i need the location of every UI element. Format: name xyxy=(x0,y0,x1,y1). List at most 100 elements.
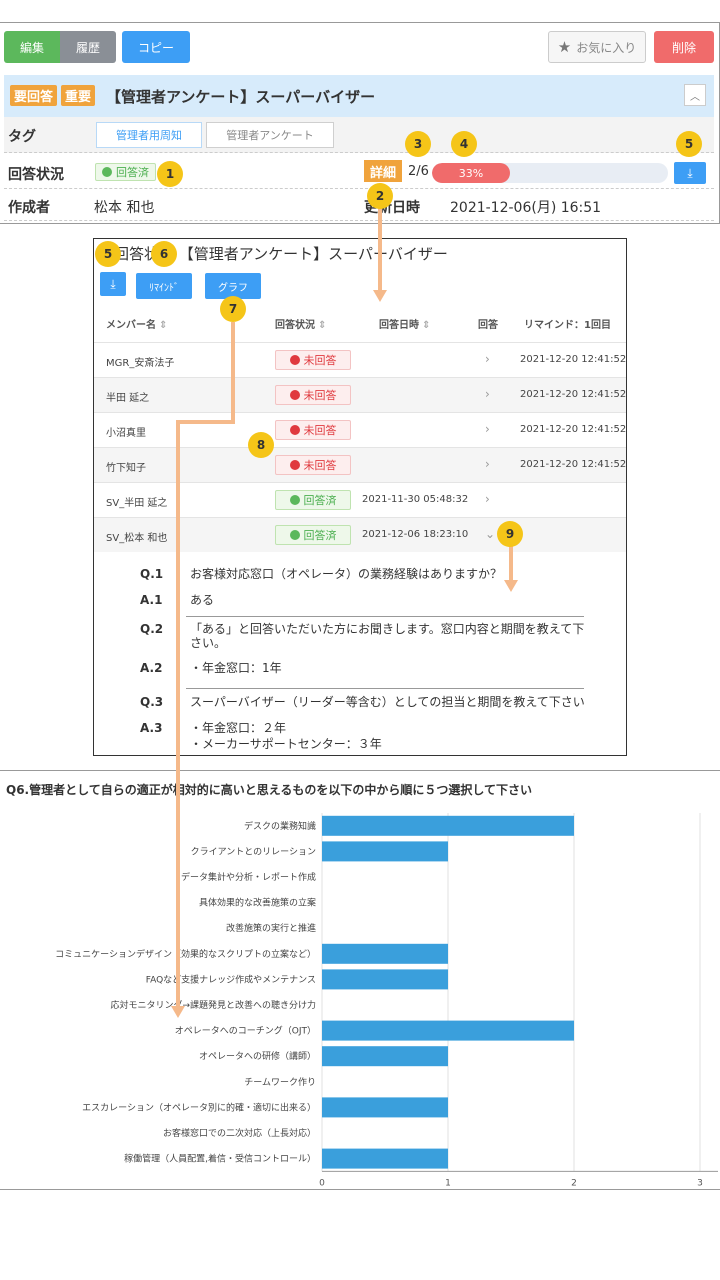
tag-admin-notice[interactable]: 管理者用周知 xyxy=(96,122,202,148)
bar xyxy=(322,1020,574,1041)
download-button[interactable]: ⤓ xyxy=(674,162,706,184)
status-badge-text: 回答済 xyxy=(116,166,149,179)
annotation-marker-7: 7 xyxy=(220,296,246,322)
annotation-marker-3: 3 xyxy=(405,131,431,157)
chevron-right-icon[interactable]: › xyxy=(485,352,490,366)
bar xyxy=(322,1046,448,1067)
question-text: スーパーバイザー（リーダー等含む）としての担当と期間を教えて下さい xyxy=(190,695,585,709)
x-circle-icon xyxy=(289,460,300,470)
chart-title: Q6.管理者として自らの適正が相対的に高いと思えるものを以下の中から順に５つ選択… xyxy=(6,783,533,797)
remind-at: 2021-12-20 12:41:52 xyxy=(520,459,627,470)
member-name: SV_半田 延之 xyxy=(106,498,168,509)
graph-button[interactable]: グラフ xyxy=(205,273,261,299)
notice-detail-panel: 編集 履歴 コピー ★ お気に入り 削除 要回答 重要 【管理者アンケート】スー… xyxy=(0,22,720,224)
answer-text: ・年金窓口：２年 xyxy=(190,721,287,735)
question-label: Q.3 xyxy=(140,695,164,709)
x-circle-icon xyxy=(289,425,300,435)
annotation-marker-2: 2 xyxy=(367,183,393,209)
delete-button[interactable]: 削除 xyxy=(654,31,714,63)
member-name: 小沼真里 xyxy=(106,428,146,439)
member-name: MGR_安斎法子 xyxy=(106,358,175,369)
bar xyxy=(322,815,574,836)
answer-panel-title: 回答状況 【管理者アンケート】スーパーバイザー xyxy=(114,245,448,263)
question-text: お客様対応窓口（オペレータ）の業務経験はありますか？ xyxy=(190,567,503,581)
y-category-label: エスカレーション（オペレータ別に的確・適切に出来る） xyxy=(82,1101,316,1113)
y-category-label: クライアントとのリレーション xyxy=(191,846,316,857)
column-header-member[interactable]: メンバー名⇕ xyxy=(106,320,168,331)
y-category-label: お客様窓口での二次対応（上長対応） xyxy=(163,1127,316,1139)
remind-at: 2021-12-20 12:41:52 xyxy=(520,389,627,400)
chevron-down-icon[interactable]: ⌄ xyxy=(485,527,496,541)
x-tick-label: 3 xyxy=(697,1178,703,1188)
progress-fill: 33% xyxy=(432,163,510,183)
copy-button[interactable]: コピー xyxy=(122,31,190,63)
table-row[interactable]: MGR_安斎法子 未回答 › 2021-12-20 12:41:52 xyxy=(94,342,626,377)
author-row: 作成者 松本 和也 更新日時 2021-12-06(月) 16:51 xyxy=(4,189,714,221)
bar xyxy=(322,1097,448,1118)
bar xyxy=(322,969,448,990)
annotation-marker-5b: 5 xyxy=(95,241,121,267)
answer-status-text: 未回答 xyxy=(303,424,337,437)
table-row[interactable]: 半田 延之 未回答 › 2021-12-20 12:41:52 xyxy=(94,377,626,412)
y-category-label: 応対モニタリング→課題発見と改善への聴き分け力 xyxy=(110,999,316,1011)
sort-icon: ⇕ xyxy=(318,320,327,331)
column-header-remind: リマインド：1回目 xyxy=(524,320,611,331)
favorite-button[interactable]: ★ お気に入り xyxy=(548,31,646,63)
download-icon[interactable]: ⤓ xyxy=(100,272,126,296)
progress-bar: 33% xyxy=(432,163,668,183)
bar xyxy=(322,841,448,862)
notice-title-bar: 要回答 重要 【管理者アンケート】スーパーバイザー ︿ xyxy=(4,75,714,117)
y-category-label: 改善施策の実行と推進 xyxy=(226,922,316,934)
question-label: Q.1 xyxy=(140,567,164,581)
table-row[interactable]: 小沼真里 未回答 › 2021-12-20 12:41:52 xyxy=(94,412,626,447)
chevron-right-icon[interactable]: › xyxy=(485,387,490,401)
sort-icon: ⇕ xyxy=(422,320,431,331)
y-category-label: チームワーク作り xyxy=(244,1076,316,1088)
author-name: 松本 和也 xyxy=(94,200,155,216)
y-category-label: デスクの業務知識 xyxy=(244,820,316,832)
remind-at: 2021-12-20 12:41:52 xyxy=(520,424,627,435)
chevron-up-icon[interactable]: ︿ xyxy=(684,84,706,106)
chevron-right-icon[interactable]: › xyxy=(485,492,490,506)
remind-button[interactable]: ﾘﾏｲﾝﾄﾞ xyxy=(136,273,192,299)
table-row[interactable]: 竹下知子 未回答 › 2021-12-20 12:41:52 xyxy=(94,447,626,482)
answer-status-text: 未回答 xyxy=(303,389,337,402)
annotation-marker-6: 6 xyxy=(151,241,177,267)
x-tick-label: 1 xyxy=(445,1178,451,1188)
tag-admin-survey[interactable]: 管理者アンケート xyxy=(206,122,334,148)
x-tick-label: 2 xyxy=(571,1178,577,1188)
y-category-label: 稼働管理（人員配置,着信・受信コントロール） xyxy=(124,1153,316,1165)
column-header-answered-at[interactable]: 回答日時⇕ xyxy=(379,320,431,331)
member-name: 竹下知子 xyxy=(106,463,146,474)
detail-button[interactable]: 詳細 xyxy=(364,160,402,182)
answer-label: A.3 xyxy=(140,721,163,735)
answer-status-badge: 未回答 xyxy=(275,455,351,475)
question-label: Q.2 xyxy=(140,622,164,636)
remind-at: 2021-12-20 12:41:52 xyxy=(520,354,627,365)
annotation-marker-5: 5 xyxy=(676,131,702,157)
qa-divider xyxy=(186,616,584,617)
y-category-label: データ集計や分析・レポート作成 xyxy=(181,871,316,883)
tag-label: タグ xyxy=(8,129,36,145)
bar xyxy=(322,1148,448,1169)
check-circle-icon xyxy=(102,167,112,177)
status-label: 回答状況 xyxy=(8,167,64,183)
column-header-status[interactable]: 回答状況⇕ xyxy=(275,320,327,331)
reply-required-badge: 要回答 xyxy=(10,85,58,106)
member-name: 半田 延之 xyxy=(106,393,150,404)
answered-at: 2021-12-06 18:23:10 xyxy=(362,529,469,540)
y-category-label: FAQなど支援ナレッジ作成やメンテナンス xyxy=(146,973,316,985)
answer-status-badge: 未回答 xyxy=(275,350,351,370)
sort-icon: ⇕ xyxy=(159,320,168,331)
chevron-right-icon[interactable]: › xyxy=(485,457,490,471)
answer-text: ある xyxy=(190,593,215,607)
edit-button[interactable]: 編集 xyxy=(4,31,60,63)
question-text: 「ある」と回答いただいた方にお聞きします。窓口内容と期間を教えて下さい。 xyxy=(190,622,585,650)
chevron-right-icon[interactable]: › xyxy=(485,422,490,436)
answered-at: 2021-11-30 05:48:32 xyxy=(362,494,469,505)
answer-status-text: 未回答 xyxy=(303,459,337,472)
history-button[interactable]: 履歴 xyxy=(60,31,116,63)
answer-status-panel: 回答状況 【管理者アンケート】スーパーバイザー ⤓ ﾘﾏｲﾝﾄﾞ グラフ メンバ… xyxy=(93,238,627,756)
